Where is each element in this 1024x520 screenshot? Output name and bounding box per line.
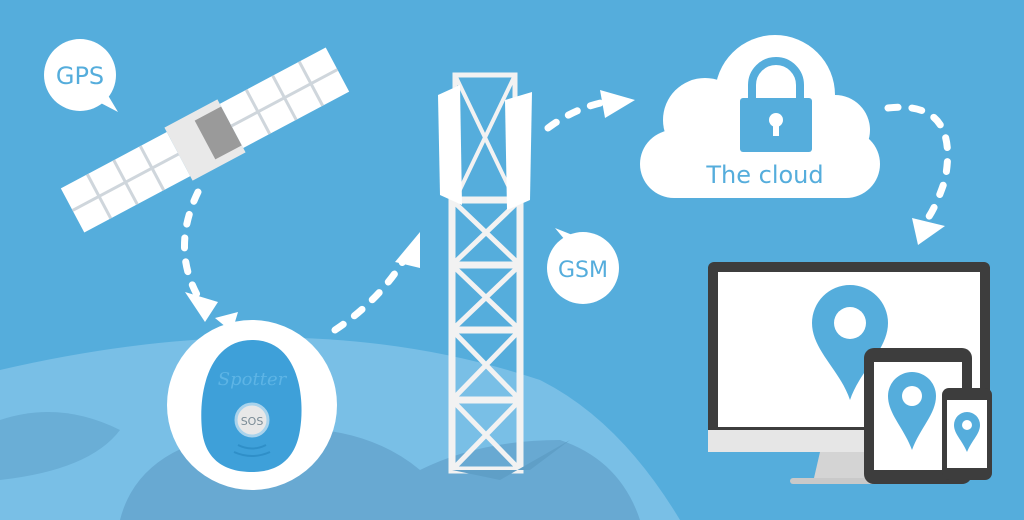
sos-button: SOS — [241, 415, 264, 428]
gps-label: GPS — [56, 62, 104, 90]
arrow-cloud-to-screen — [884, 103, 952, 226]
gsm-speech-bubble: GSM — [547, 228, 619, 304]
arrow-heads — [185, 90, 945, 322]
arrow-satellite-to-device — [181, 188, 204, 304]
gsm-label: GSM — [558, 258, 608, 283]
gps-speech-bubble: GPS — [44, 39, 118, 112]
lock-icon — [740, 57, 812, 152]
smartphone-icon — [942, 388, 992, 480]
sos-tracker-device: Spotter SOS — [167, 312, 337, 490]
signal-arrows — [181, 98, 952, 334]
tower-antennas — [438, 85, 570, 480]
earth — [0, 337, 680, 520]
satellite-icon — [60, 47, 350, 233]
cloud-label: The cloud — [705, 161, 823, 189]
device-logo: Spotter — [218, 369, 288, 390]
arrow-tower-to-cloud — [544, 98, 609, 132]
arrow-device-to-tower — [331, 254, 409, 334]
